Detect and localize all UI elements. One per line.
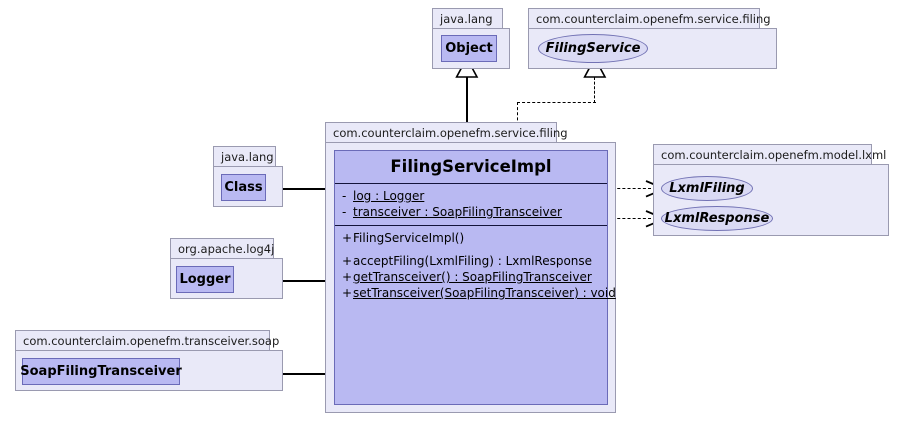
operation-label: acceptFiling(LxmlFiling) : LxmlResponse: [353, 254, 593, 268]
class-operations-compartment: + FilingServiceImpl() + acceptFiling(Lxm…: [335, 226, 616, 404]
operation-row: + acceptFiling(LxmlFiling) : LxmlRespons…: [335, 253, 607, 269]
interface-node-filingservice[interactable]: FilingService: [538, 34, 648, 63]
association-line-logger: [272, 280, 336, 282]
class-attributes-compartment: - log : Logger - transceiver : SoapFilin…: [335, 184, 607, 226]
association-line-class: [272, 188, 336, 190]
package-label-java-lang-object: java.lang: [432, 8, 503, 29]
class-node-object-label: Object: [445, 41, 493, 56]
class-node-class[interactable]: Class: [221, 174, 266, 201]
interface-node-lxmlfiling-label: LxmlFiling: [669, 181, 745, 196]
class-name-filingserviceimpl: FilingServiceImpl: [335, 151, 607, 184]
interface-node-lxmlfiling[interactable]: LxmlFiling: [661, 176, 753, 201]
class-node-logger-label: Logger: [179, 272, 231, 287]
package-label-model-lxml: com.counterclaim.openefm.model.lxml: [653, 144, 886, 165]
realization-line-horizontal: [517, 102, 596, 103]
interface-node-filingservice-label: FilingService: [545, 41, 641, 56]
constructor-visibility: +: [342, 231, 353, 245]
class-node-filingserviceimpl[interactable]: FilingServiceImpl - log : Logger - trans…: [334, 150, 616, 405]
attribute-row: - log : Logger: [335, 188, 607, 204]
constructor-row: + FilingServiceImpl(): [335, 230, 607, 246]
operation-label: getTransceiver() : SoapFilingTransceiver: [353, 270, 592, 284]
realization-line-vertical-upper: [594, 77, 595, 103]
operation-row: + setTransceiver(SoapFilingTransceiver) …: [335, 285, 616, 301]
operation-visibility: +: [342, 254, 353, 268]
package-label-java-lang-class: java.lang: [213, 146, 276, 167]
package-label-log4j: org.apache.log4j: [170, 238, 274, 259]
attribute-visibility: -: [342, 189, 347, 203]
operation-visibility: +: [342, 286, 353, 300]
operation-row: + getTransceiver() : SoapFilingTransceiv…: [335, 269, 607, 285]
interface-node-lxmlresponse[interactable]: LxmlResponse: [661, 206, 773, 231]
attribute-label: transceiver : SoapFilingTransceiver: [353, 205, 562, 219]
class-node-soapfilingtransceiver[interactable]: SoapFilingTransceiver: [20, 358, 182, 385]
class-node-soapfilingtransceiver-label: SoapFilingTransceiver: [20, 364, 182, 379]
dependency-line-lxmlresponse: [607, 218, 651, 219]
attribute-row: - transceiver : SoapFilingTransceiver: [335, 204, 607, 220]
realization-line-vertical-lower: [517, 102, 518, 141]
generalization-line-object: [466, 77, 468, 141]
attribute-label: log : Logger: [353, 189, 425, 203]
class-node-logger[interactable]: Logger: [176, 266, 234, 293]
package-label-service-filing-impl: com.counterclaim.openefm.service.filing: [325, 122, 568, 143]
interface-node-lxmlresponse-label: LxmlResponse: [664, 211, 770, 226]
attribute-visibility: -: [342, 205, 347, 219]
constructor-label: FilingServiceImpl(): [353, 231, 465, 245]
operation-label: setTransceiver(SoapFilingTransceiver) : …: [353, 286, 616, 300]
operations-spacer: [335, 246, 607, 253]
package-label-transceiver-soap: com.counterclaim.openefm.transceiver.soa…: [15, 330, 279, 351]
class-node-object[interactable]: Object: [441, 35, 497, 62]
package-label-service-filing-interface: com.counterclaim.openefm.service.filing: [528, 8, 771, 29]
class-node-class-label: Class: [224, 180, 263, 195]
operation-visibility: +: [342, 270, 353, 284]
dependency-line-lxmlfiling: [607, 188, 651, 189]
